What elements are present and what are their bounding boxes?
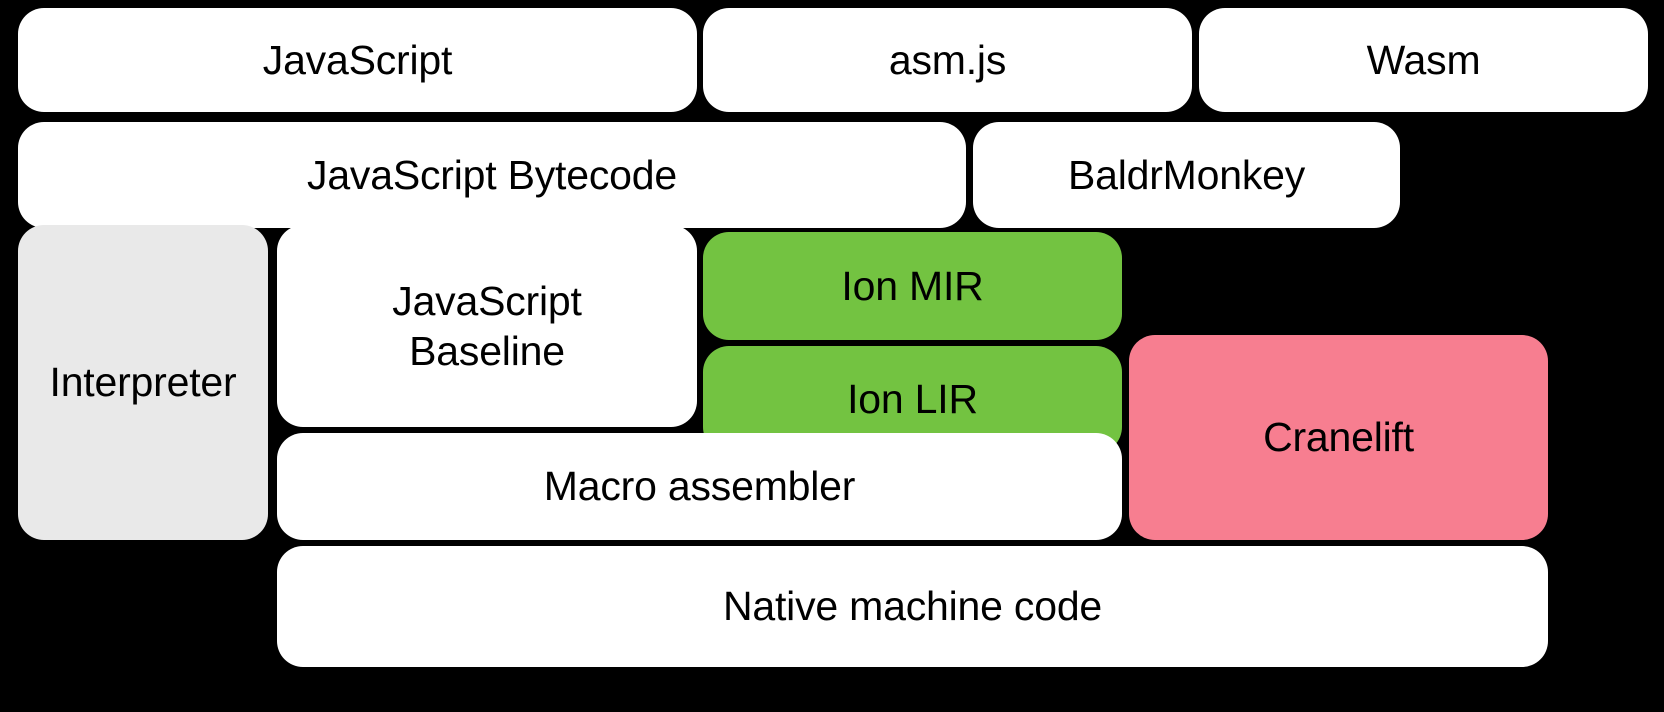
node-label: Ion LIR	[847, 376, 978, 423]
node-label: JavaScript	[262, 36, 453, 83]
node-label: Interpreter	[49, 359, 237, 406]
node-label: Native machine code	[722, 583, 1103, 630]
node-label: Wasm	[1366, 36, 1481, 83]
node-asmjs[interactable]: asm.js	[703, 8, 1192, 112]
node-js-bytecode[interactable]: JavaScript Bytecode	[18, 122, 966, 228]
node-label: Macro assembler	[543, 463, 856, 510]
node-interpreter[interactable]: Interpreter	[18, 225, 268, 540]
node-cranelift[interactable]: Cranelift	[1129, 335, 1548, 540]
node-javascript[interactable]: JavaScript	[18, 8, 697, 112]
node-label: JavaScript Baseline	[392, 277, 582, 374]
node-baldrmonkey[interactable]: BaldrMonkey	[973, 122, 1400, 228]
node-label: Ion MIR	[841, 262, 984, 309]
node-macro-assembler[interactable]: Macro assembler	[277, 433, 1122, 540]
node-label: BaldrMonkey	[1067, 151, 1306, 198]
node-label: JavaScript Bytecode	[307, 151, 677, 198]
node-native-machine-code[interactable]: Native machine code	[277, 546, 1548, 667]
node-wasm[interactable]: Wasm	[1199, 8, 1648, 112]
node-label: Cranelift	[1263, 414, 1414, 461]
node-label: asm.js	[888, 36, 1007, 83]
node-js-baseline[interactable]: JavaScript Baseline	[277, 225, 697, 427]
node-ion-mir[interactable]: Ion MIR	[703, 232, 1122, 340]
